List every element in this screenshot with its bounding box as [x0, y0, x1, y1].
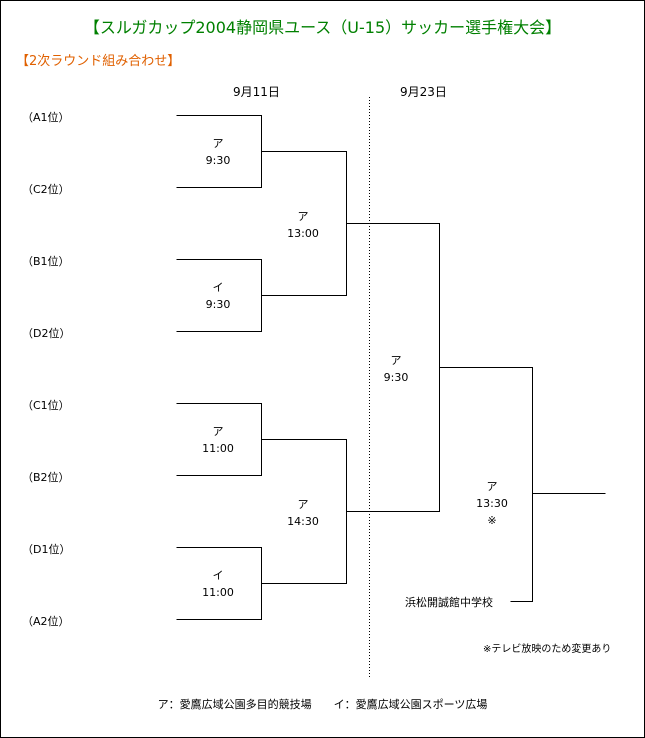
match-time: 14:30 [287, 515, 319, 528]
match-time: 11:00 [202, 586, 234, 599]
match-time: 9:30 [205, 154, 231, 167]
match-r1-3: ア 11:00 [178, 423, 258, 457]
tournament-title: 【スルガカップ2004静岡県ユース（U-15）サッカー選手権大会】 [83, 18, 562, 37]
match-time: 11:00 [202, 442, 234, 455]
match-venue: イ [212, 569, 224, 582]
match-venue: ア [212, 425, 224, 438]
match-r1-4: イ 11:00 [178, 567, 258, 601]
match-venue: ア [297, 498, 309, 511]
team-slot: （B2位） [22, 471, 70, 484]
match-r2-2: ア 14:30 [263, 496, 343, 530]
team-slot: （A2位） [22, 615, 70, 628]
schedule-note: ※テレビ放映のため変更あり [483, 644, 612, 655]
bracket-final [439, 367, 533, 602]
match-r1-1: ア 9:30 [178, 135, 258, 169]
team-slot: （C2位） [22, 183, 70, 196]
team-slot: （D1位） [22, 543, 71, 556]
date-label-second: 9月23日 [400, 85, 447, 99]
match-venue: ア [486, 480, 498, 493]
team-slot: （A1位） [22, 111, 70, 124]
match-time: 13:30 [476, 497, 508, 510]
team-slot: （D2位） [22, 327, 71, 340]
match-time: 13:00 [287, 227, 319, 240]
match-time: 9:30 [205, 298, 231, 311]
match-time: 9:30 [383, 371, 409, 384]
match-venue: イ [212, 281, 224, 294]
team-slot: （B1位） [22, 255, 70, 268]
round-subtitle: 【2次ラウンド組み合わせ】 [16, 54, 181, 69]
venue-legend: ア：愛鷹広域公園多目的競技場 イ：愛鷹広域公園スポーツ広場 [157, 698, 488, 711]
match-r1-2: イ 9:30 [178, 279, 258, 313]
match-r3-1: ア 9:30 [356, 352, 436, 386]
match-venue: ア [390, 354, 402, 367]
match-venue: ア [297, 210, 309, 223]
team-slot: （C1位） [22, 399, 70, 412]
seeded-school-label: 浜松開誠館中学校 [405, 596, 493, 609]
reference-mark: ※ [487, 514, 497, 527]
match-r2-1: ア 13:00 [263, 208, 343, 242]
match-final: ア 13:30 ※ [452, 478, 532, 529]
date-label-first: 9月11日 [233, 85, 280, 99]
match-venue: ア [212, 137, 224, 150]
